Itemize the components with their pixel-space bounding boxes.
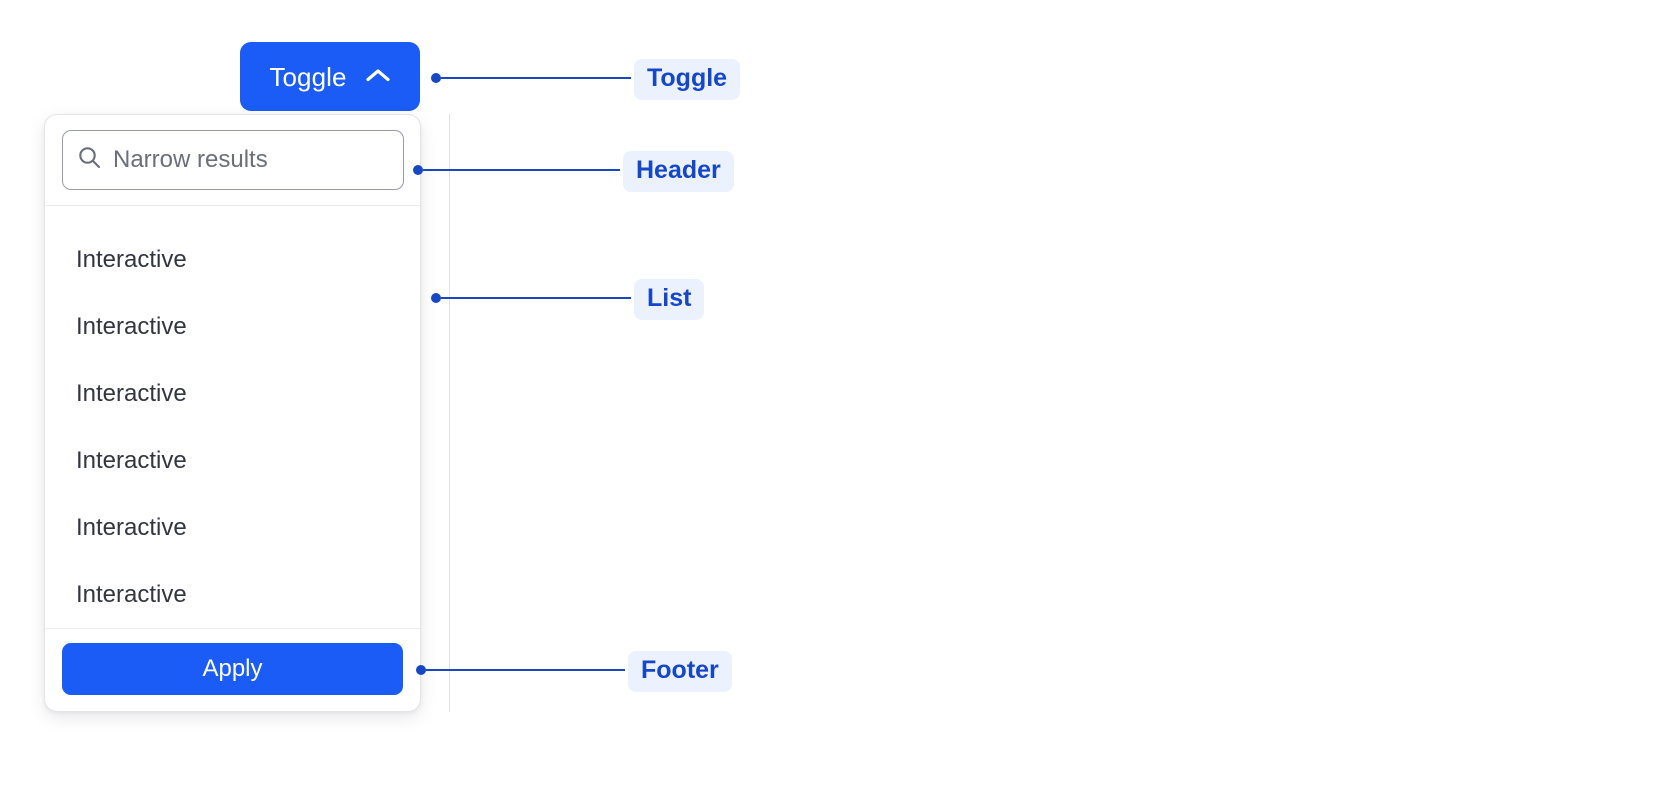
list-item[interactable]: Interactive xyxy=(45,427,420,494)
list-item[interactable]: Interactive xyxy=(45,226,420,293)
apply-button[interactable]: Apply xyxy=(62,643,403,695)
list-item[interactable]: Interactive xyxy=(45,561,420,628)
list-item-label: Interactive xyxy=(76,580,187,608)
toggle-button[interactable]: Toggle xyxy=(240,42,420,111)
search-input-placeholder: Narrow results xyxy=(113,146,268,173)
search-input[interactable]: Narrow results xyxy=(62,130,404,190)
list-item-label: Interactive xyxy=(76,312,187,340)
list-item[interactable]: Interactive xyxy=(45,293,420,360)
annotation-label: Header xyxy=(623,150,734,192)
panel-list: Interactive Interactive Interactive Inte… xyxy=(45,206,420,628)
list-item[interactable]: Interactive xyxy=(45,360,420,427)
annotation-dot-icon xyxy=(431,73,441,83)
annotation-connector-line xyxy=(426,668,625,672)
dropdown-panel: Narrow results Interactive Interactive I… xyxy=(44,114,421,712)
annotation-connector-line xyxy=(423,168,620,172)
annotation-label: List xyxy=(634,278,705,320)
chevron-up-icon xyxy=(365,67,391,86)
panel-header: Narrow results xyxy=(45,115,420,206)
annotation-connector-line xyxy=(441,76,631,80)
list-item[interactable]: Interactive xyxy=(45,494,420,561)
panel-footer: Apply xyxy=(45,628,420,711)
annotation-dot-icon xyxy=(416,665,426,675)
toggle-button-label: Toggle xyxy=(269,61,347,92)
list-item-label: Interactive xyxy=(76,379,187,407)
annotation-dot-icon xyxy=(431,293,441,303)
list-item-label: Interactive xyxy=(76,446,187,474)
list-item-label: Interactive xyxy=(76,513,187,541)
annotation-connector-line xyxy=(441,296,631,300)
search-icon xyxy=(77,145,102,175)
annotation-label: Toggle xyxy=(634,58,741,100)
annotation-dot-icon xyxy=(413,165,423,175)
annotation-guide-line xyxy=(449,114,450,712)
annotation-label: Footer xyxy=(628,650,732,692)
list-item-label: Interactive xyxy=(76,245,187,273)
